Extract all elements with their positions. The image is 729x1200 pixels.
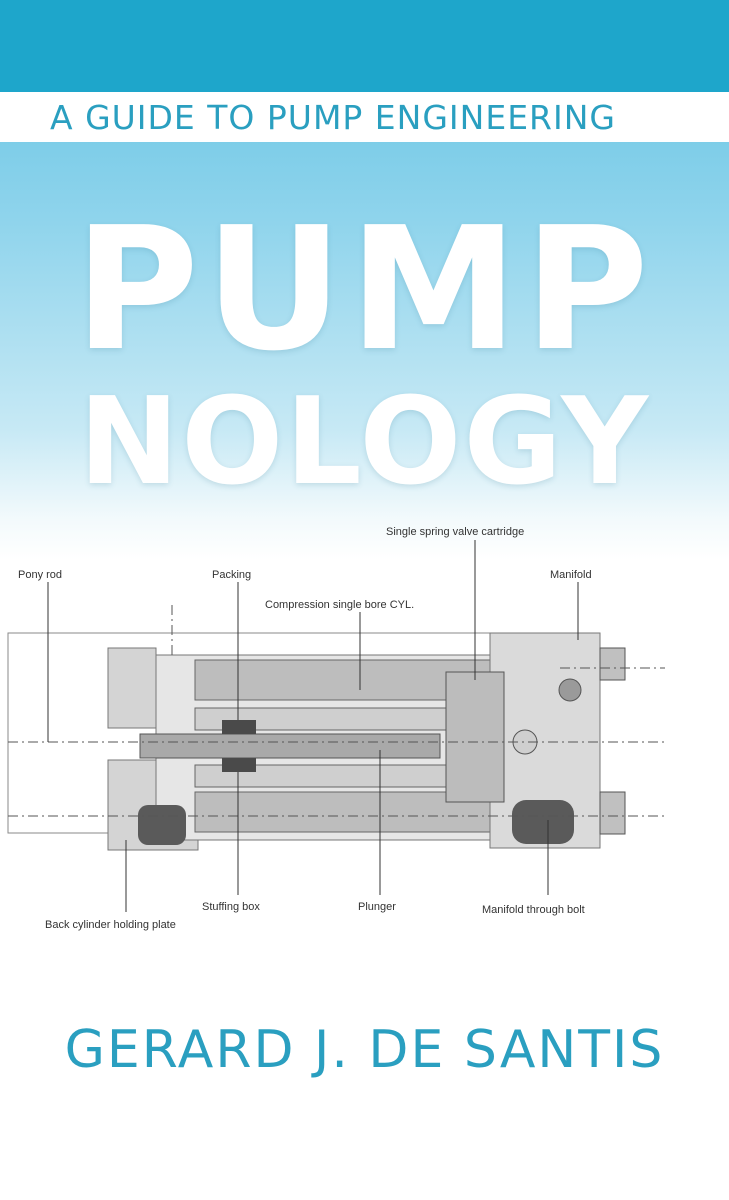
manifold-bolt-head-bottom	[599, 791, 626, 835]
book-author: GERARD J. DE SANTIS	[64, 1020, 665, 1080]
plunger	[139, 733, 441, 759]
label-valve-cartridge: Single spring valve cartridge	[386, 526, 524, 538]
cylinder-bore-top	[194, 659, 496, 701]
back-plate-nut	[138, 805, 186, 845]
top-color-band	[0, 0, 729, 92]
label-plunger: Plunger	[358, 901, 396, 913]
label-through-bolt: Manifold through bolt	[482, 904, 585, 916]
back-cylinder-plate	[107, 647, 157, 729]
packing-lower	[222, 758, 256, 772]
label-back-plate: Back cylinder holding plate	[45, 919, 176, 931]
subtitle-band	[0, 92, 729, 142]
center-lines	[8, 605, 665, 817]
cylinder-bore-bottom	[194, 791, 496, 833]
label-packing: Packing	[212, 569, 251, 581]
manifold-through-bolt	[512, 800, 574, 844]
pump-cross-section-diagram: Pony rod Packing Single spring valve car…	[7, 526, 665, 931]
book-subtitle: A GUIDE TO PUMP ENGINEERING	[50, 98, 616, 137]
valve-cartridge	[445, 671, 505, 803]
book-title-line-1: PUMP	[74, 191, 655, 389]
label-stuffing-box: Stuffing box	[202, 901, 260, 913]
label-manifold: Manifold	[550, 569, 592, 581]
label-compression-cyl: Compression single bore CYL.	[265, 599, 414, 611]
packing	[222, 720, 256, 734]
manifold-bolt-head-top	[599, 647, 626, 681]
book-title-line-2: NOLOGY	[78, 373, 651, 512]
manifold-port	[558, 678, 582, 702]
leader-lines	[47, 540, 579, 912]
label-pony-rod: Pony rod	[18, 569, 62, 581]
